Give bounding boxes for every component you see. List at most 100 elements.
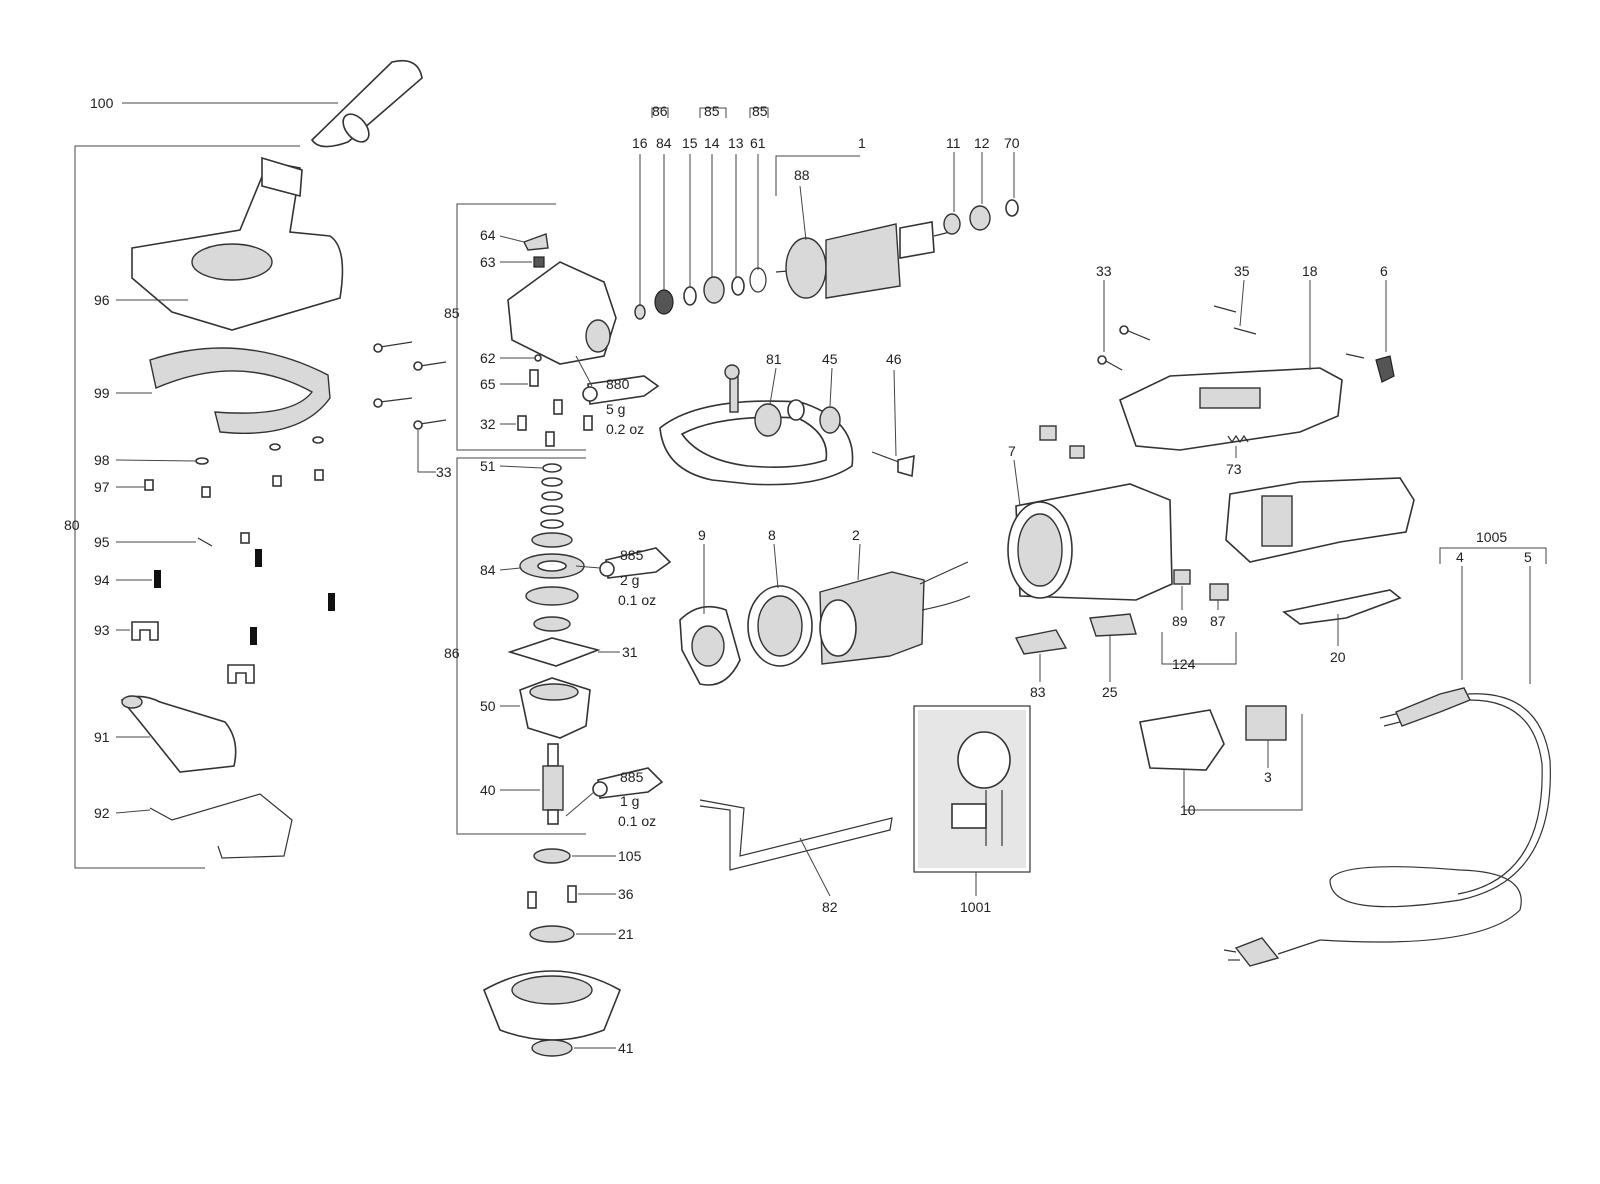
- part-31-gasket: [507, 637, 601, 667]
- group-motor-handle: 81 45 46 9 8 2 7: [659, 351, 1173, 915]
- part-46-knob: [897, 454, 915, 478]
- part-3-electronic: [1245, 705, 1287, 741]
- part-1-armature-core: [825, 223, 901, 299]
- part-96-port: [261, 156, 303, 198]
- part-bearing: [531, 532, 573, 548]
- label-80: 80: [64, 517, 80, 533]
- part-8-air-guide-inner: [757, 595, 803, 657]
- part-88-fan: [785, 237, 827, 299]
- label-97: 97: [94, 479, 110, 495]
- part-33-screws-a: [373, 341, 447, 430]
- part-1001-stator-icon: [957, 731, 1011, 789]
- part-2-wire-b: [921, 595, 971, 611]
- grease-tube-885b-cap: [592, 781, 608, 797]
- part-32-c: [545, 431, 555, 447]
- label-1: 1: [858, 135, 866, 151]
- label-41: 41: [618, 1040, 634, 1056]
- label-25: 25: [1102, 684, 1118, 700]
- part-97-screw-c: [272, 475, 282, 487]
- part-45-b: [819, 406, 841, 434]
- label-95: 95: [94, 534, 110, 550]
- label-85b: 85: [704, 103, 720, 119]
- label-70: 70: [1004, 135, 1020, 151]
- label-98: 98: [94, 452, 110, 468]
- label-4: 4: [1456, 549, 1464, 565]
- label-91: 91: [94, 729, 110, 745]
- part-cup-wheel-hub: [511, 975, 593, 1005]
- part-1001-wiring-bg: [918, 710, 1026, 868]
- group-guard-assembly: 100 96 99 98 97 80 95 94 93 91 92: [64, 59, 423, 869]
- part-bow-handle-inner: [680, 416, 828, 468]
- label-885b: 885: [620, 769, 644, 785]
- part-89: [1173, 569, 1191, 585]
- part-94-spring-b: [255, 549, 262, 567]
- leader-2: [857, 543, 861, 581]
- bracket-86a: [651, 107, 669, 118]
- leader-84b: [499, 567, 521, 571]
- leader-885a: [575, 565, 601, 569]
- label-1005: 1005: [1476, 529, 1507, 545]
- part-82-wrench: [699, 799, 893, 871]
- part-33b-screw: [1103, 359, 1123, 371]
- label-73: 73: [1226, 461, 1242, 477]
- part-33b-screw-2: [1125, 329, 1151, 341]
- part-5-plug-pin-a: [1223, 949, 1237, 953]
- part-4-wire-end-b: [1383, 721, 1401, 727]
- part-98-washer-c: [312, 436, 324, 444]
- leader-88: [799, 185, 807, 241]
- label-99: 99: [94, 385, 110, 401]
- label-96: 96: [94, 292, 110, 308]
- part-98-washer-b: [269, 443, 281, 451]
- part-12-bearing: [969, 205, 991, 231]
- label-885a-qty: 2 g: [620, 572, 639, 588]
- leader-7: [1013, 459, 1021, 507]
- label-124: 124: [1172, 656, 1196, 672]
- label-8: 8: [768, 527, 776, 543]
- part-64: [523, 233, 549, 251]
- label-92: 92: [94, 805, 110, 821]
- label-5: 5: [1524, 549, 1532, 565]
- label-33b: 33: [1096, 263, 1112, 279]
- label-880-qty: 5 g: [606, 401, 625, 417]
- label-16: 16: [632, 135, 648, 151]
- part-7-housing-bore: [1017, 513, 1063, 587]
- part-1-commutator: [899, 221, 935, 259]
- label-46: 46: [886, 351, 902, 367]
- part-95-pin: [197, 537, 213, 547]
- part-62: [534, 354, 542, 362]
- part-6-switch: [1375, 355, 1395, 383]
- part-20-cover: [1282, 589, 1402, 625]
- label-83: 83: [1030, 684, 1046, 700]
- label-885b-qty: 1 g: [620, 793, 639, 809]
- label-15: 15: [682, 135, 698, 151]
- label-885b-oz: 0.1 oz: [618, 813, 656, 829]
- part-21-flange: [529, 925, 575, 943]
- part-94-spring-d: [250, 627, 257, 645]
- label-45: 45: [822, 351, 838, 367]
- label-1001: 1001: [960, 899, 991, 915]
- part-41-nut: [531, 1039, 573, 1057]
- part-51-stack: [540, 463, 564, 529]
- group-gear-head: 85 86 33 64 63 62 65: [373, 203, 672, 1057]
- label-36: 36: [618, 886, 634, 902]
- label-50: 50: [480, 698, 496, 714]
- part-99-brush-ring: [149, 347, 331, 434]
- part-11-bearing: [943, 213, 961, 235]
- bracket-85c: [749, 107, 769, 118]
- part-105-seal: [533, 848, 571, 864]
- label-13: 13: [728, 135, 744, 151]
- bracket-80: [74, 145, 300, 869]
- label-84a: 84: [656, 135, 672, 151]
- label-84b: 84: [480, 562, 496, 578]
- bracket-10-3: [1183, 714, 1303, 811]
- label-61: 61: [750, 135, 766, 151]
- leader-35: [1239, 279, 1245, 327]
- part-93-clip-a: [131, 621, 159, 641]
- part-94-spring-c: [328, 593, 335, 611]
- part-32-d: [583, 415, 593, 431]
- label-32: 32: [480, 416, 496, 432]
- label-885a-oz: 0.1 oz: [618, 592, 656, 608]
- label-11: 11: [946, 135, 961, 151]
- leader-51: [499, 465, 543, 469]
